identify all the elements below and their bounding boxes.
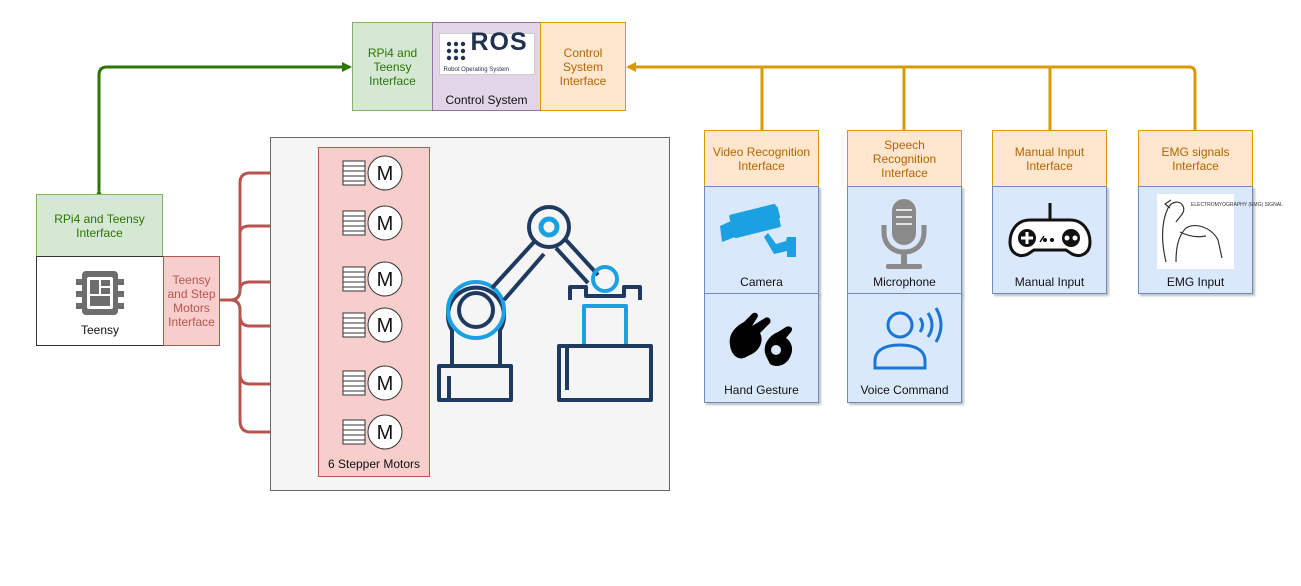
voice-command-input: Voice Command xyxy=(847,293,962,403)
motor-letter: M xyxy=(377,373,394,395)
speech-interface-label: Speech Recognition Interface xyxy=(872,137,937,180)
motor-letter: M xyxy=(377,315,394,337)
stepper-motor-3: M xyxy=(342,261,403,297)
hand-gesture-input: Hand Gesture xyxy=(704,293,819,403)
hand-gesture-label: Hand Gesture xyxy=(724,383,799,397)
stepper-motor-1: M xyxy=(342,155,403,191)
microphone-label: Microphone xyxy=(873,275,936,289)
gamepad-icon xyxy=(1008,203,1092,257)
camera-label: Camera xyxy=(740,275,783,289)
manual-interface-label: Manual Input Interface xyxy=(1014,144,1085,173)
control-system-right-interface-label: Control System Interface xyxy=(559,45,607,88)
stepper-motor-2: M xyxy=(342,205,403,241)
control-system-right-interface: Control System Interface xyxy=(540,22,626,111)
video-interface-label: Video Recognition Interface xyxy=(712,144,811,173)
chip-icon xyxy=(76,271,124,315)
teensy-rpi-interface: RPi4 and Teensy Interface xyxy=(36,194,163,257)
emg-sketch-text: ELECTROMYOGRAPHY (EMG) SIGNAL xyxy=(1191,202,1283,208)
stepper-motors-label: 6 Stepper Motors xyxy=(327,457,421,471)
ros-logo-subtext: Robot Operating System xyxy=(443,67,510,73)
voice-command-icon xyxy=(873,307,943,370)
speech-interface: Speech Recognition Interface xyxy=(847,130,962,187)
red-connectors xyxy=(220,168,314,437)
stepper-motor-4: M xyxy=(342,307,403,343)
teensy-box: Teensy xyxy=(36,256,164,346)
ros-logo: ROS Robot Operating System xyxy=(438,30,535,75)
camera-icon xyxy=(720,203,796,257)
control-system-box: ROS Robot Operating System Control Syste… xyxy=(432,22,541,111)
emg-sketch-icon xyxy=(1157,194,1234,269)
manual-interface: Manual Input Interface xyxy=(992,130,1107,187)
motor-letter: M xyxy=(377,422,394,444)
control-system-title: Control System xyxy=(445,93,528,107)
microphone-icon xyxy=(881,199,927,269)
green-connector xyxy=(94,62,352,199)
motor-letter: M xyxy=(377,269,394,291)
hand-gesture-icon xyxy=(729,312,793,366)
orange-connector-main xyxy=(626,62,1197,131)
stepper-motor-6: M xyxy=(342,414,403,450)
control-system-left-interface: RPi4 and Teensy Interface xyxy=(352,22,433,111)
manual-input-label: Manual Input xyxy=(1014,275,1085,289)
teensy-label: Teensy xyxy=(80,323,120,337)
emg-interface: EMG signals Interface xyxy=(1138,130,1253,187)
video-interface: Video Recognition Interface xyxy=(704,130,819,187)
ros-dots-icon xyxy=(446,41,465,61)
teensy-rpi-interface-label: RPi4 and Teensy Interface xyxy=(54,211,145,240)
teensy-motor-interface-label: Teensy and Step Motors Interface xyxy=(167,273,216,329)
emg-input-label: EMG Input xyxy=(1166,275,1225,289)
emg-interface-label: EMG signals Interface xyxy=(1161,144,1230,173)
motor-letter: M xyxy=(377,213,394,235)
control-system-left-interface-label: RPi4 and Teensy Interface xyxy=(367,45,418,88)
teensy-motor-interface: Teensy and Step Motors Interface xyxy=(163,256,220,346)
stepper-motor-5: M xyxy=(342,365,403,401)
motor-letter: M xyxy=(377,163,394,185)
voice-command-label: Voice Command xyxy=(860,383,949,397)
